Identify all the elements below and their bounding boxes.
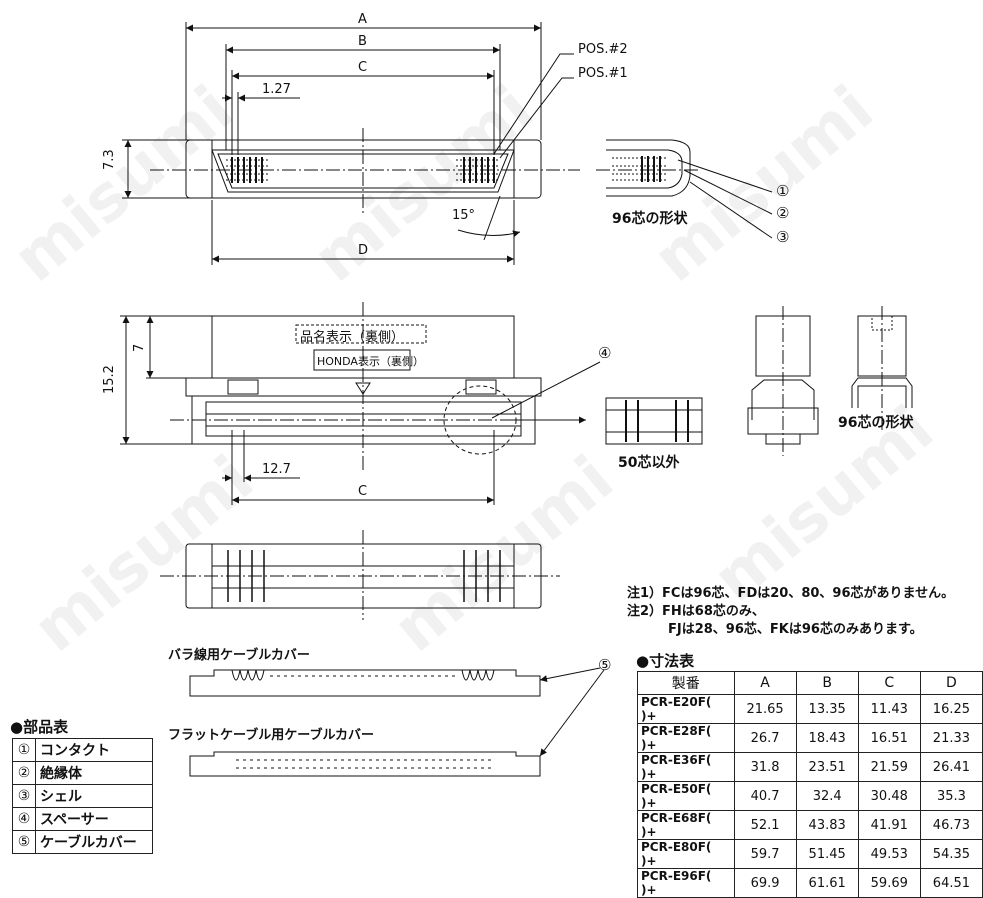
detail-caption: 50芯以外 <box>618 455 680 471</box>
bara-cover-label: バラ線用ケーブルカバー <box>168 648 310 663</box>
dim-d-label: D <box>358 243 369 258</box>
height-7-3-label: 7.3 <box>102 149 117 170</box>
callout-1: ① <box>776 182 790 200</box>
pos1-label: POS.#1 <box>578 66 628 81</box>
spacer-96-caption: 96芯の形状 <box>838 415 914 431</box>
table-header-row: 製番 A B C D <box>637 671 983 695</box>
dim-b-label: B <box>358 34 367 49</box>
parts-table-title: ●部品表 <box>10 718 69 736</box>
pitch-label: 1.27 <box>262 82 291 97</box>
note-3: FJは28、96芯、FKは96芯のみあります。 <box>668 622 923 637</box>
pitch-12-7-label: 12.7 <box>262 462 291 477</box>
height-15-2-label: 15.2 <box>102 365 117 394</box>
product-name-label: 品名表示（裏側） <box>300 330 405 345</box>
honda-label: HONDA表示（裏側） <box>317 355 424 368</box>
cable-covers <box>189 667 605 777</box>
top-view <box>122 22 580 265</box>
spacer-shapes <box>747 306 913 456</box>
flat-cover-label: フラットケーブル用ケーブルカバー <box>168 728 375 743</box>
side-view-96 <box>596 139 773 239</box>
dims-table-title: ●寸法表 <box>636 652 695 670</box>
front-dim-c-label: C <box>358 484 368 499</box>
note-1: 注1）FCは96芯、FDは20、80、96芯がありません。 <box>627 586 955 601</box>
detail-50 <box>605 397 703 445</box>
callout-5: ⑤ <box>598 656 612 674</box>
side-96-caption: 96芯の形状 <box>612 211 688 227</box>
technical-drawing <box>120 22 913 777</box>
dim-c-label: C <box>358 60 368 75</box>
dim-a-label: A <box>358 12 367 27</box>
height-7-label: 7 <box>132 343 147 352</box>
callout-2: ② <box>776 204 790 222</box>
note-2: 注2）FHは68芯のみ、 <box>627 604 765 619</box>
callout-4: ④ <box>598 344 612 362</box>
bottom-view <box>160 530 560 620</box>
callout-3: ③ <box>776 228 790 246</box>
front-view <box>120 302 601 505</box>
angle-label: 15° <box>452 208 476 223</box>
pos2-label: POS.#2 <box>578 42 628 57</box>
